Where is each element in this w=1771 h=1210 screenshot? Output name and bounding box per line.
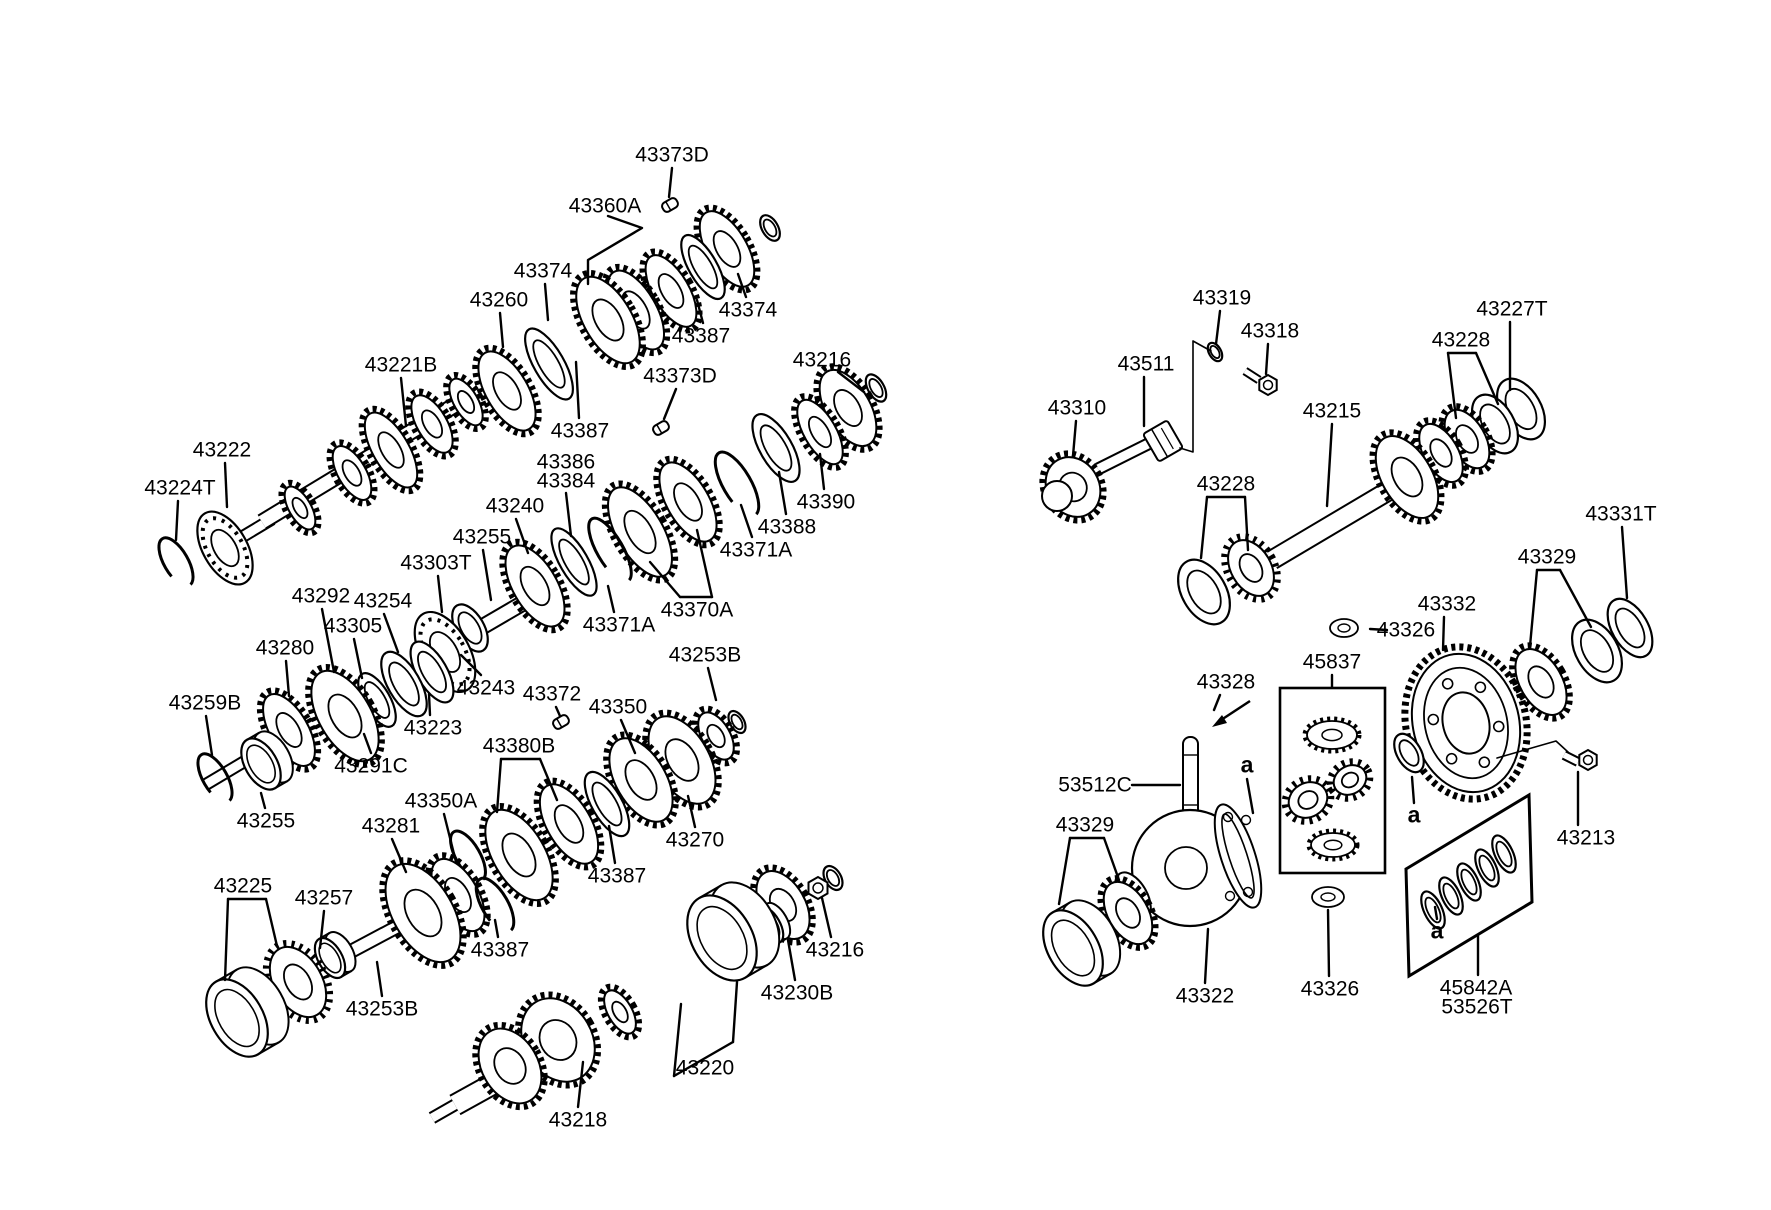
part-label: 43387 bbox=[587, 864, 647, 888]
part-label: 43371A bbox=[719, 538, 793, 562]
part-label: 43350 bbox=[588, 695, 648, 719]
part-label: 43387 bbox=[671, 324, 731, 348]
part-label: 43373D bbox=[643, 364, 717, 388]
part-label: 43253B bbox=[668, 643, 742, 667]
part-label: 43374 bbox=[513, 259, 573, 283]
part-label: 43227T bbox=[1476, 297, 1548, 321]
part-label: 43223 bbox=[403, 716, 463, 740]
part-label: 45842A bbox=[1439, 976, 1513, 1000]
part-label: 43310 bbox=[1047, 396, 1107, 420]
part-label: 43373D bbox=[635, 143, 709, 167]
part-label: 43303T bbox=[400, 551, 472, 575]
part-label: 43332 bbox=[1417, 592, 1477, 616]
part-label: 43388 bbox=[757, 515, 817, 539]
part-label: 43228 bbox=[1196, 472, 1256, 496]
part-label: 43240 bbox=[485, 494, 545, 518]
part-label: 43255 bbox=[452, 525, 512, 549]
part-label: 43380B bbox=[482, 734, 556, 758]
part-label: 43222 bbox=[192, 438, 252, 462]
part-label: 43259B bbox=[168, 691, 242, 715]
part-label: 43224T bbox=[144, 476, 216, 500]
part-label: 43387 bbox=[470, 938, 530, 962]
part-label: 43318 bbox=[1240, 319, 1300, 343]
part-label: a bbox=[1240, 751, 1254, 778]
part-label: 43328 bbox=[1196, 670, 1256, 694]
part-label: 43213 bbox=[1556, 826, 1616, 850]
part-label: 53512C bbox=[1058, 773, 1132, 797]
part-label: 43386 bbox=[536, 450, 596, 474]
part-label: 43319 bbox=[1192, 286, 1252, 310]
part-label: 43350A bbox=[404, 789, 478, 813]
part-label: 45837 bbox=[1302, 650, 1362, 674]
leader-lines bbox=[174, 166, 1629, 1109]
part-label: 43305 bbox=[323, 614, 383, 638]
part-label: 43281 bbox=[361, 814, 421, 838]
part-label: 43228 bbox=[1431, 328, 1491, 352]
part-label: 43253B bbox=[345, 997, 419, 1021]
part-label: 43331T bbox=[1585, 502, 1657, 526]
part-label: 43326 bbox=[1300, 977, 1360, 1001]
part-label: 43291C bbox=[334, 754, 408, 778]
part-label: 43360A bbox=[568, 194, 642, 218]
part-label: 43260 bbox=[469, 288, 529, 312]
part-label: 43243 bbox=[456, 676, 516, 700]
part-label: 43270 bbox=[665, 828, 725, 852]
part-label: 43216 bbox=[805, 938, 865, 962]
part-label: 43390 bbox=[796, 490, 856, 514]
part-label: 43329 bbox=[1055, 813, 1115, 837]
part-label: 43384 bbox=[536, 469, 596, 493]
part-label: 43371A bbox=[582, 613, 656, 637]
part-label: 53526T bbox=[1441, 995, 1513, 1019]
part-label: 43215 bbox=[1302, 399, 1362, 423]
part-label: 43322 bbox=[1175, 984, 1235, 1008]
part-label: 43220 bbox=[675, 1056, 735, 1080]
part-label: 43216 bbox=[792, 348, 852, 372]
part-label: 43292 bbox=[291, 584, 351, 608]
part-label: 43221B bbox=[364, 353, 438, 377]
part-label: 43329 bbox=[1517, 545, 1577, 569]
part-label: 43387 bbox=[550, 419, 610, 443]
part-label: 43370A bbox=[660, 598, 734, 622]
part-label: a bbox=[1407, 801, 1421, 828]
part-label: 43280 bbox=[255, 636, 315, 660]
part-label: a bbox=[1430, 917, 1444, 944]
part-label: 43225 bbox=[213, 874, 273, 898]
part-label: 43254 bbox=[353, 589, 413, 613]
part-label: 43230B bbox=[760, 981, 834, 1005]
part-label: 43374 bbox=[718, 298, 778, 322]
part-label: 43255 bbox=[236, 809, 296, 833]
part-label: 43372 bbox=[522, 682, 582, 706]
part-label: 43218 bbox=[548, 1108, 608, 1132]
part-label: 43326 bbox=[1376, 618, 1436, 642]
part-label: 43257 bbox=[294, 886, 354, 910]
part-label: 43511 bbox=[1117, 352, 1175, 376]
